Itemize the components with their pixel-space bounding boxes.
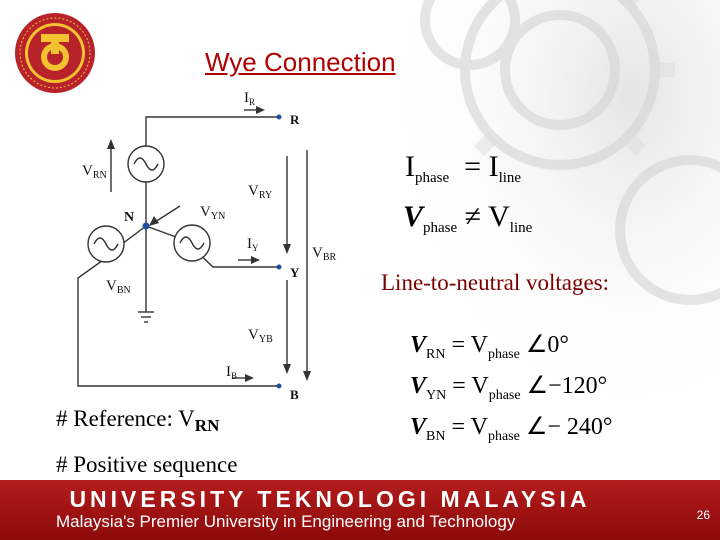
university-name: UNIVERSITY TEKNOLOGI MALAYSIA — [69, 486, 591, 512]
neutral-node — [142, 222, 150, 230]
voltage-source-b — [87, 225, 125, 263]
label-ib: IB — [226, 364, 237, 381]
label-iy: IY — [247, 236, 259, 253]
equation-i-phase: Iphase = Iline — [405, 150, 522, 186]
positive-sequence-note: # Positive sequence — [56, 452, 238, 477]
equation-vyn: VYN = Vphase ∠−120° — [410, 373, 608, 403]
label-y: Y — [290, 265, 300, 280]
label-vry: VRY — [248, 183, 272, 201]
footer-banner: UNIVERSITY TEKNOLOGI MALAYSIA Malaysia's… — [0, 480, 720, 540]
label-b: B — [290, 387, 299, 402]
wye-circuit-diagram: IR R VRN VRY N VYN IY VBR Y VBN VYB IB B — [77, 90, 337, 402]
label-vbr: VBR — [312, 245, 337, 263]
label-n: N — [124, 210, 134, 225]
equation-v-phase: Vphase ≠ Vline — [403, 200, 533, 236]
voltage-source-r — [127, 145, 165, 183]
reference-note: # Reference: VRN — [56, 406, 220, 435]
university-tagline: Malaysia's Premier University in Enginee… — [56, 512, 516, 531]
line-to-neutral-heading: Line-to-neutral voltages: — [381, 270, 610, 295]
terminal-r — [276, 114, 282, 120]
equation-vbn: VBN = Vphase ∠− 240° — [410, 414, 613, 444]
equation-vrn: VRN = Vphase ∠0° — [410, 332, 569, 362]
label-ir: IR — [244, 90, 255, 107]
wire-r — [145, 116, 279, 162]
wire-b — [77, 257, 279, 387]
label-vyb: VYB — [248, 327, 273, 345]
label-vrn: VRN — [82, 163, 107, 181]
label-vbn: VBN — [106, 278, 131, 296]
terminal-b — [276, 383, 282, 389]
slide-title: Wye Connection — [205, 47, 396, 77]
voltage-source-y — [173, 224, 211, 262]
terminal-y — [276, 264, 282, 270]
university-seal-logo — [15, 13, 95, 93]
label-r: R — [290, 112, 300, 127]
label-vyn: VYN — [200, 204, 225, 222]
page-number: 26 — [696, 508, 710, 522]
gear-background — [360, 0, 720, 480]
